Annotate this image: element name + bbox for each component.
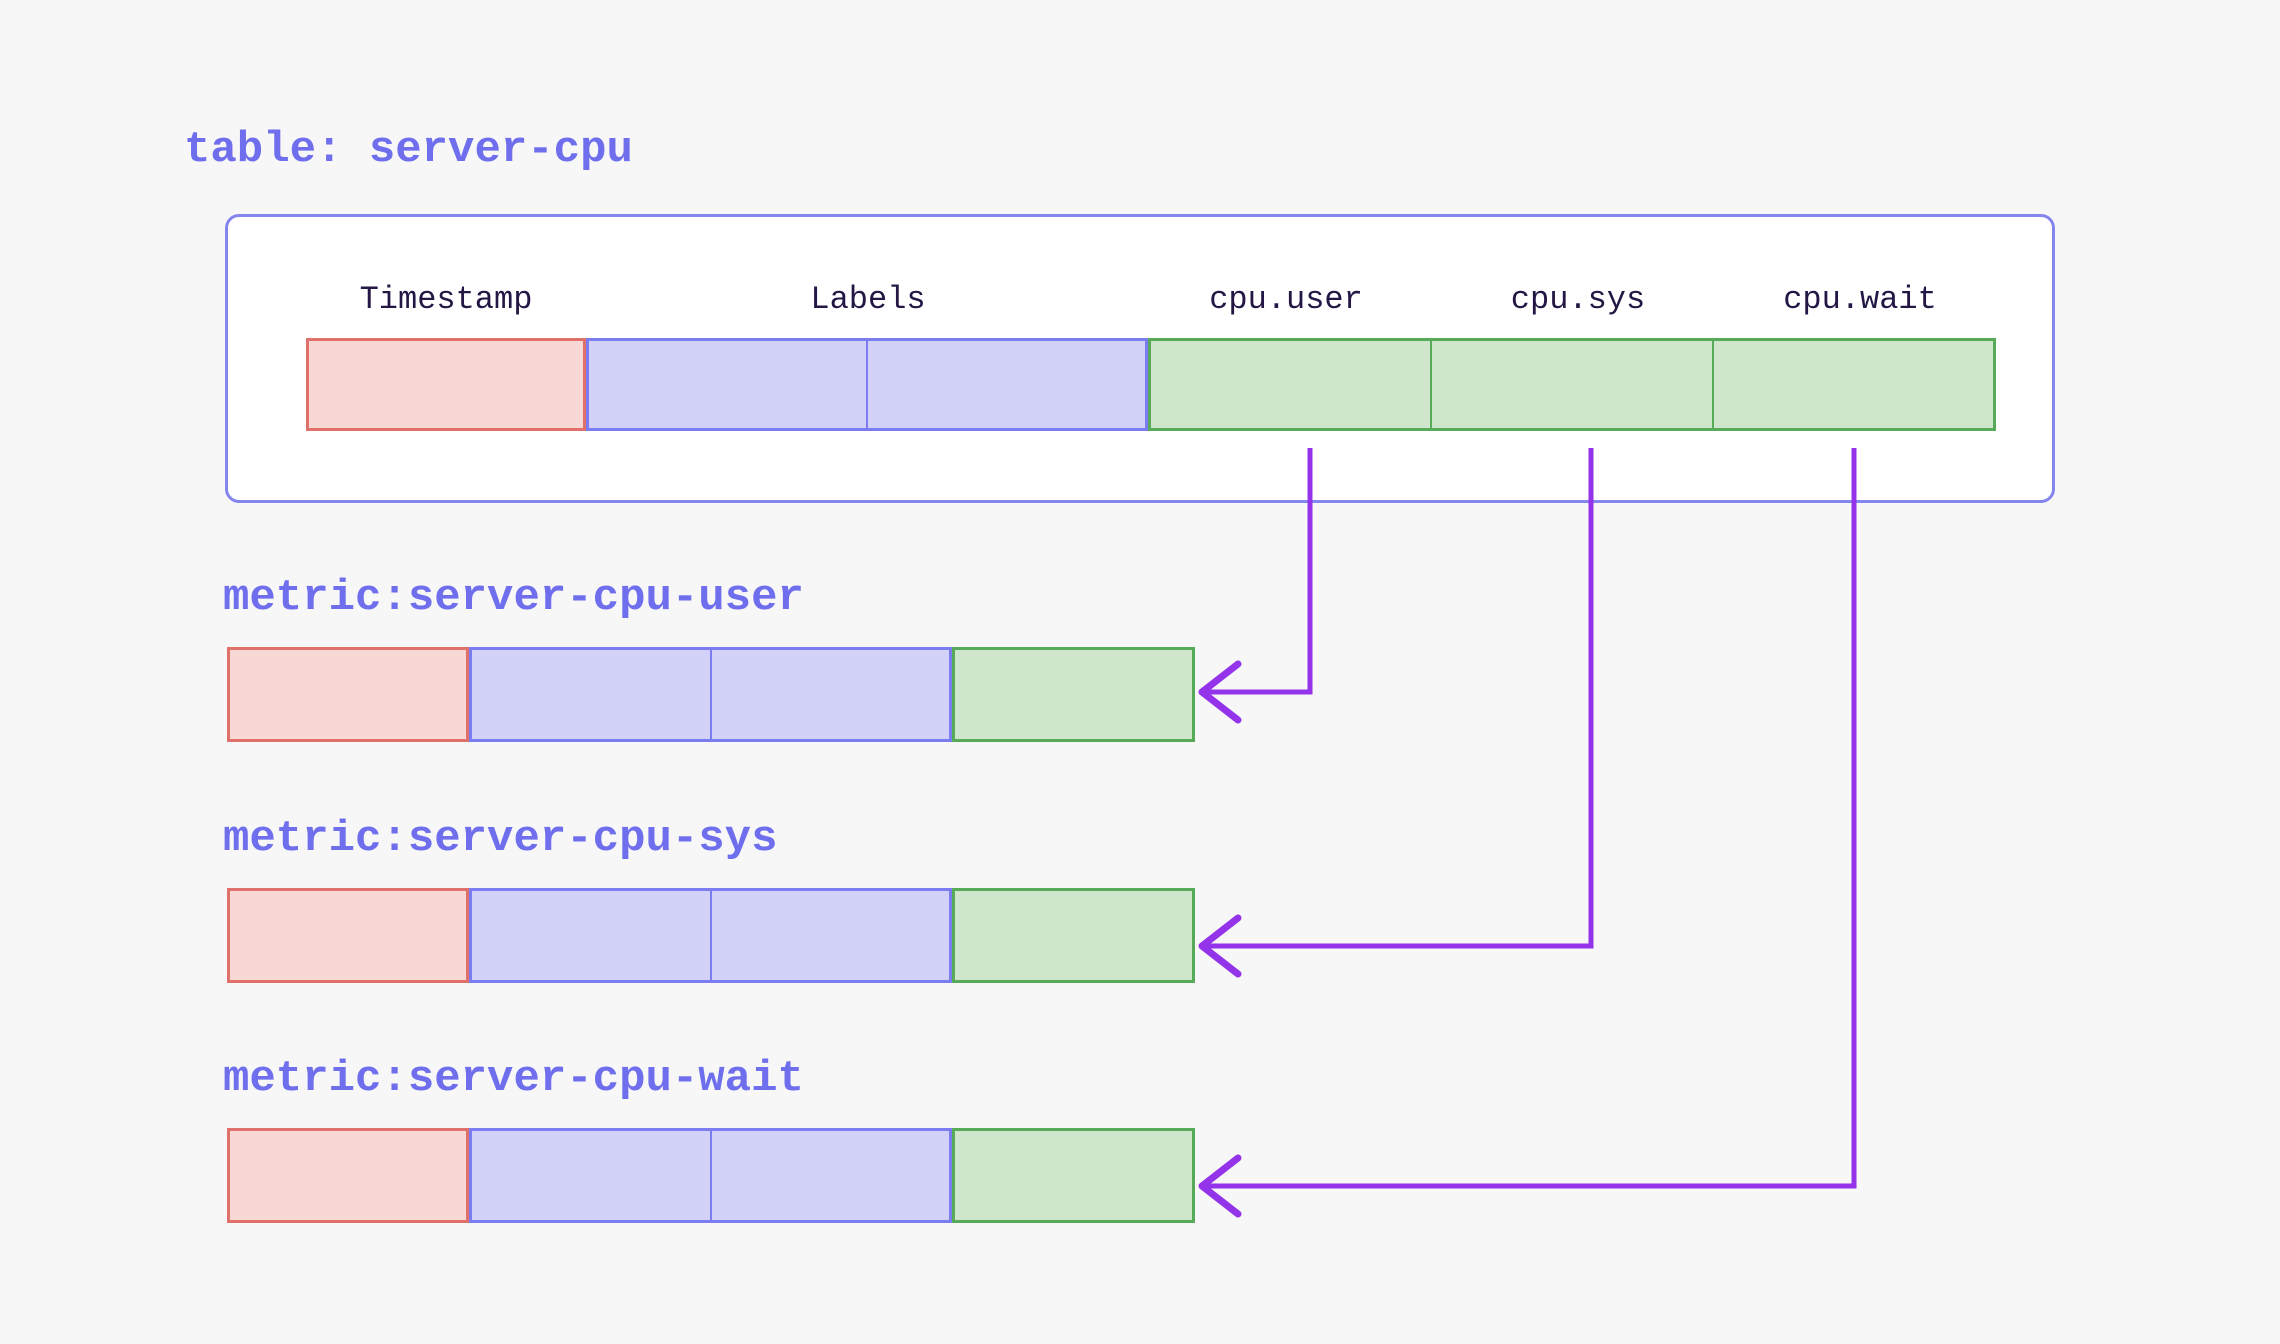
label-cell	[589, 341, 866, 428]
metric-title-sys: metric:server-cpu-sys	[223, 814, 778, 864]
column-header-cpu-wait: cpu.wait	[1783, 281, 1937, 318]
label-cell	[709, 891, 950, 980]
table-title: table: server-cpu	[184, 125, 633, 175]
metric-title-user: metric:server-cpu-user	[223, 573, 804, 623]
column-header-timestamp: Timestamp	[359, 281, 533, 318]
arrow-cpu-wait-icon	[1198, 448, 1857, 1218]
arrow-cpu-sys-icon	[1198, 448, 1594, 978]
labels-cells	[469, 1128, 952, 1223]
value-cell	[952, 888, 1195, 983]
labels-cells	[469, 888, 952, 983]
table-row	[306, 338, 1996, 431]
label-cell	[472, 891, 710, 980]
label-cell	[866, 341, 1145, 428]
timestamp-cell	[306, 338, 586, 431]
metric-row-sys	[227, 888, 1195, 983]
metric-title-wait: metric:server-cpu-wait	[223, 1054, 804, 1104]
field-cell-cpu-user	[1151, 341, 1430, 428]
field-cell-cpu-wait	[1711, 341, 1993, 428]
field-cells	[1148, 338, 1996, 431]
field-cell-cpu-sys	[1430, 341, 1711, 428]
labels-cells	[586, 338, 1148, 431]
value-cell	[952, 647, 1195, 742]
label-cell	[709, 1131, 950, 1220]
timestamp-cell	[227, 1128, 469, 1223]
label-cell	[709, 650, 950, 739]
column-header-cpu-sys: cpu.sys	[1510, 281, 1646, 318]
column-header-cpu-user: cpu.user	[1209, 281, 1363, 318]
column-header-labels: Labels	[810, 281, 926, 318]
labels-cells	[469, 647, 952, 742]
metric-row-wait	[227, 1128, 1195, 1223]
label-cell	[472, 650, 710, 739]
value-cell	[952, 1128, 1195, 1223]
metric-row-user	[227, 647, 1195, 742]
timestamp-cell	[227, 647, 469, 742]
label-cell	[472, 1131, 710, 1220]
timestamp-cell	[227, 888, 469, 983]
